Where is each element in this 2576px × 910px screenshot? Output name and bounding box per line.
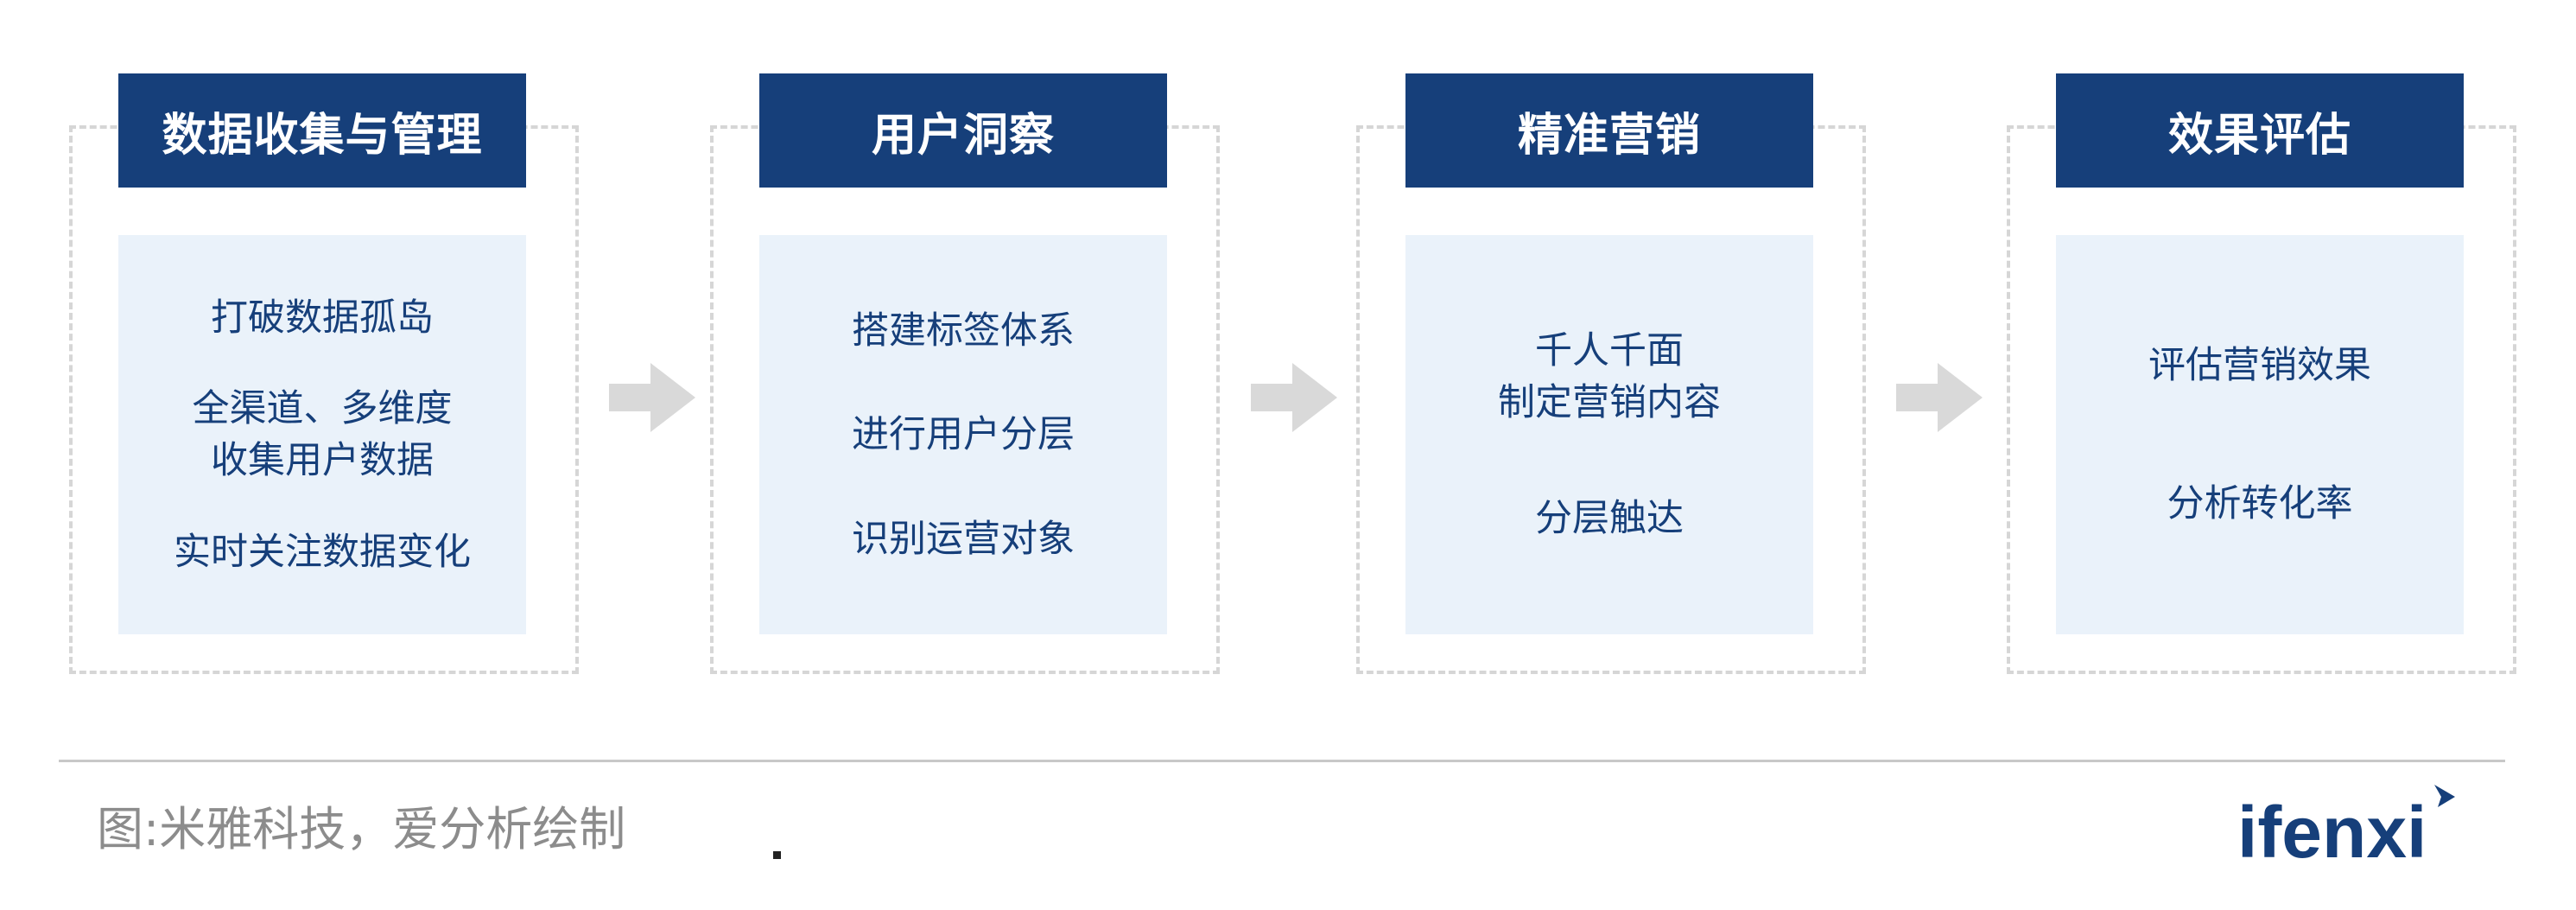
stage-1-item-2: 全渠道、多维度 收集用户数据 — [192, 387, 453, 482]
stage-2-item-3: 识别运营对象 — [852, 517, 1075, 561]
stage-body-1: 打破数据孤岛 全渠道、多维度 收集用户数据 实时关注数据变化 — [118, 235, 526, 634]
stray-dot — [773, 851, 781, 859]
stage-title-3: 精准营销 — [1405, 73, 1813, 188]
stage-body-2: 搭建标签体系 进行用户分层 识别运营对象 — [759, 235, 1167, 634]
stage-body-4: 评估营销效果 分析转化率 — [2056, 235, 2464, 634]
ifenxi-logo: ifenxi — [2237, 785, 2455, 873]
svg-text:ifenxi: ifenxi — [2237, 792, 2427, 873]
arrow-right-icon — [1896, 363, 1983, 432]
arrow-right-icon — [1251, 363, 1337, 432]
stage-title-1: 数据收集与管理 — [118, 73, 526, 188]
stage-title-4: 效果评估 — [2056, 73, 2464, 188]
stage-4-item-2: 分析转化率 — [2167, 482, 2353, 525]
stage-1-item-1: 打破数据孤岛 — [211, 296, 434, 340]
stage-3-item-1: 千人千面 制定营销内容 — [1498, 329, 1721, 424]
stage-1-item-3: 实时关注数据变化 — [174, 530, 471, 574]
stage-3-item-2: 分层触达 — [1535, 497, 1684, 540]
arrow-right-icon — [609, 363, 695, 432]
stage-body-3: 千人千面 制定营销内容 分层触达 — [1405, 235, 1813, 634]
stage-2-item-1: 搭建标签体系 — [852, 309, 1075, 353]
stage-title-2: 用户洞察 — [759, 73, 1167, 188]
footer-divider — [59, 760, 2505, 762]
stage-4-item-1: 评估营销效果 — [2148, 344, 2371, 387]
figure-caption: 图:米雅科技，爱分析绘制 — [97, 802, 626, 856]
stage-2-item-2: 进行用户分层 — [852, 413, 1075, 456]
